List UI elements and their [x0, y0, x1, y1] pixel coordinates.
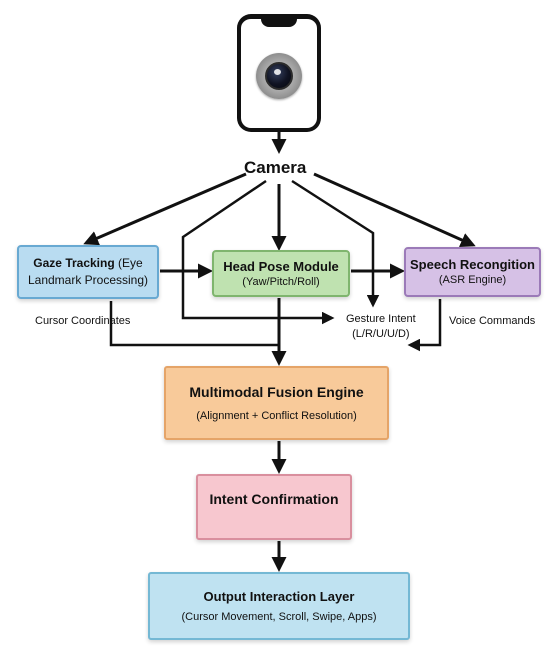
camera-label: Camera — [244, 158, 307, 177]
connector-voice-to-fusion — [407, 299, 442, 352]
multimodal-fusion-title: Multimodal Fusion Engine — [189, 383, 364, 400]
speech-recognition-subtitle: (ASR Engine) — [438, 274, 507, 286]
multimodal-fusion-subtitle: (Alignment + Conflict Resolution) — [196, 409, 357, 422]
voice-commands-label: Voice Commands — [449, 315, 536, 327]
gesture-intent-line-2: (L/R/U/U/D) — [352, 328, 410, 340]
speech-recognition-node: Speech Recongition (ASR Engine) — [404, 247, 541, 297]
gaze-tracking-node: Gaze Tracking (Eye Landmark Processing) — [17, 245, 159, 299]
connector-camera-to-speech — [313, 172, 476, 247]
cursor-coordinates-label: Cursor Coordinates — [35, 315, 131, 327]
camera-lens — [256, 53, 302, 99]
output-interaction-subtitle: (Cursor Movement, Scroll, Swipe, Apps) — [181, 610, 377, 623]
connector-cursor-to-fusion — [109, 301, 279, 347]
smartphone-camera-icon — [237, 14, 321, 132]
head-pose-node: Head Pose Module (Yaw/Pitch/Roll) — [212, 250, 350, 297]
speech-recognition-title: Speech Recongition — [410, 257, 535, 272]
multimodal-fusion-node: Multimodal Fusion Engine (Alignment + Co… — [164, 366, 389, 440]
gesture-intent-line-1: Gesture Intent — [346, 313, 416, 325]
phone-notch — [261, 19, 297, 27]
gaze-tracking-title-suffix: (Eye — [118, 256, 143, 270]
connector-camera-to-gaze — [83, 172, 247, 246]
connector-camera-to-gesture-left — [181, 179, 335, 325]
camera-lens-core — [265, 62, 293, 90]
output-interaction-node: Output Interaction Layer (Cursor Movemen… — [148, 572, 410, 640]
gaze-tracking-title-main: Gaze Tracking — [33, 256, 115, 270]
output-interaction-title: Output Interaction Layer — [203, 588, 355, 604]
head-pose-subtitle: (Yaw/Pitch/Roll) — [242, 275, 320, 288]
connector-camera-to-gesture-right — [291, 179, 380, 308]
head-pose-title: Head Pose Module — [223, 258, 339, 274]
intent-confirmation-node: Intent Confirmation — [196, 474, 352, 540]
gesture-intent-label: Gesture Intent (L/R/U/U/D) — [346, 312, 416, 342]
camera-lens-glint — [274, 69, 281, 75]
gaze-tracking-title: Gaze Tracking (Eye — [33, 255, 142, 272]
intent-confirmation-title: Intent Confirmation — [209, 491, 339, 507]
gaze-tracking-subtitle: Landmark Processing) — [27, 273, 149, 287]
